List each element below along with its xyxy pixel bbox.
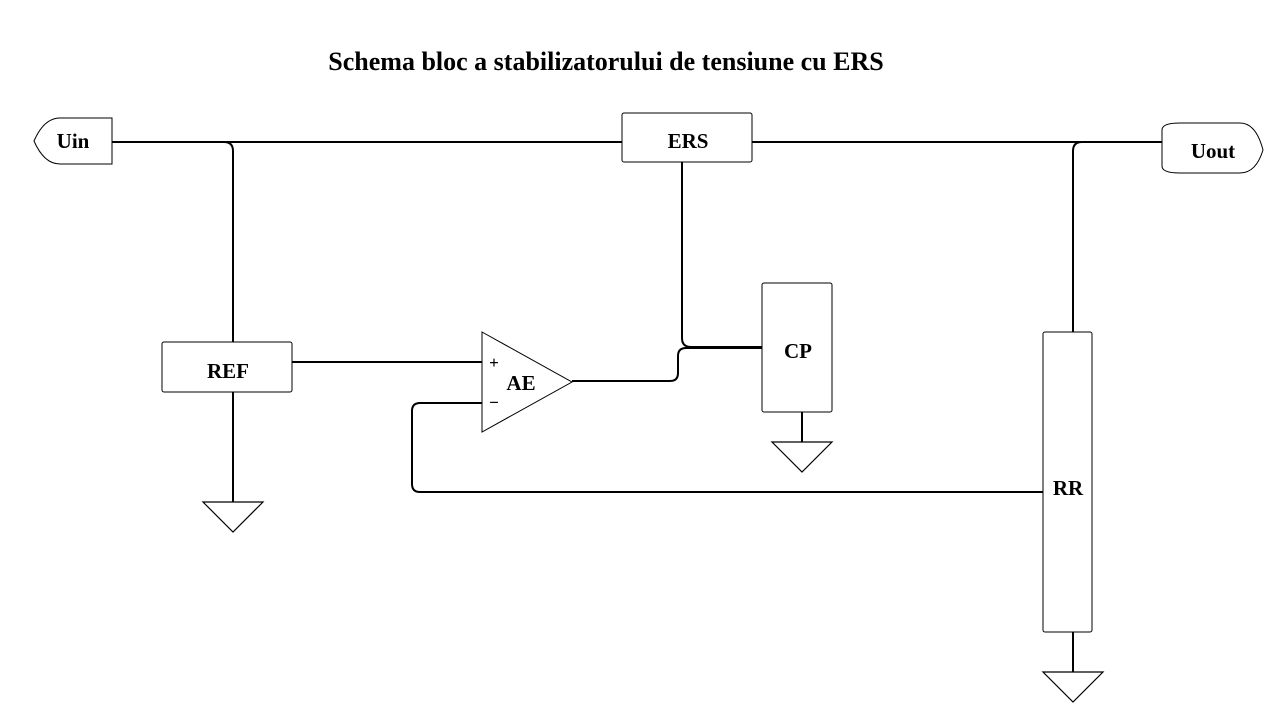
wire-ae-output-to-cp [572,347,762,382]
cp-label: CP [784,339,812,363]
ae-plus-sign: + [489,353,499,372]
wire-uin-to-ref [223,141,234,342]
cp-block: CP [761,282,833,413]
output-port-uout: Uout [1161,122,1264,174]
ers-label: ERS [668,129,709,153]
wire-feedback-rr-to-ae-minus [411,402,1043,493]
input-port-uin: Uin [33,117,113,165]
diagram-title: Schema bloc a stabilizatorului de tensiu… [328,47,883,76]
ground-ref-icon [201,501,265,533]
ers-block: ERS [621,112,753,163]
output-port-label: Uout [1191,139,1235,163]
ae-label: AE [506,371,535,395]
rr-block: RR [1042,331,1093,633]
input-port-label: Uin [57,129,90,153]
wire-ers-to-cp [681,162,762,348]
ground-rr-icon [1041,671,1105,703]
ref-label: REF [207,359,249,383]
wire-uout-to-rr [1072,141,1083,332]
ground-cp-icon [770,441,834,473]
connection-wires [112,141,1162,672]
ref-block: REF [161,341,293,393]
rr-label: RR [1053,476,1084,500]
ae-amplifier: AE + − [481,331,574,433]
ae-minus-sign: − [489,393,499,412]
